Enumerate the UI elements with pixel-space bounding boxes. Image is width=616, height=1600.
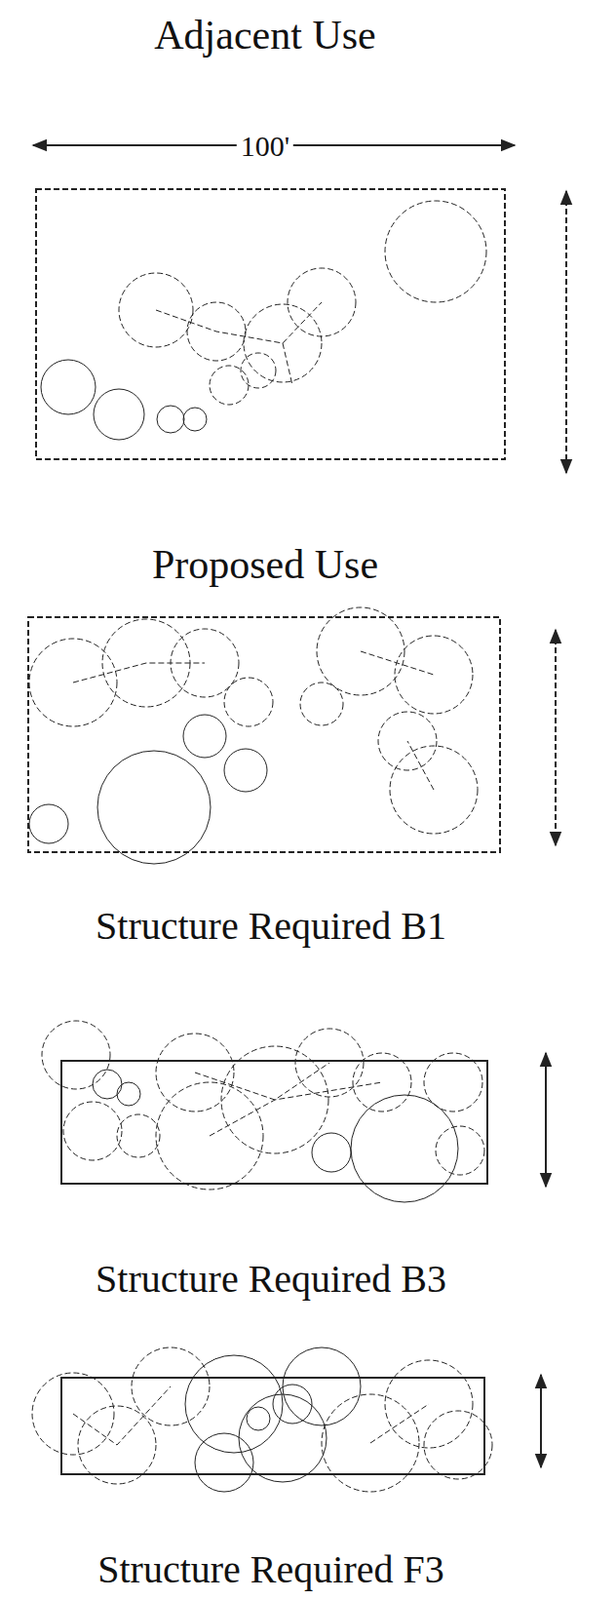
structure-caption: Structure Required B1 (95, 904, 447, 948)
section-heading: Adjacent Use (154, 12, 376, 58)
structure-caption: Structure Required F3 (97, 1547, 445, 1591)
structure-caption: Structure Required B3 (95, 1257, 447, 1301)
section-heading: Proposed Use (152, 541, 379, 587)
buffer-b3 (32, 1347, 541, 1492)
adjacent-plot (36, 189, 567, 473)
buffer-b1 (41, 1020, 546, 1202)
dimension-label: 100' (236, 129, 294, 162)
proposed-plot (28, 607, 556, 864)
